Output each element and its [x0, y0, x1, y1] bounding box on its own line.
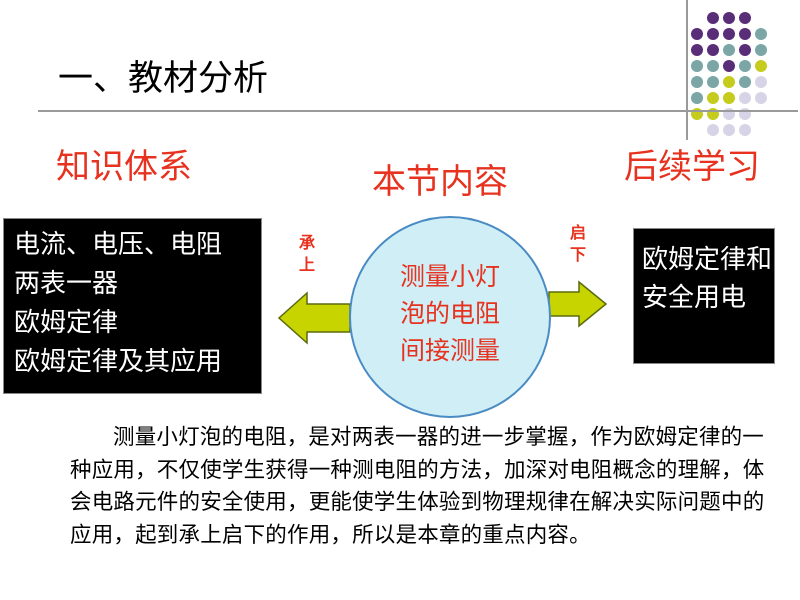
knowledge-line: 两表一器 — [14, 269, 119, 299]
decorative-dot — [739, 76, 751, 88]
decorative-dot — [739, 28, 751, 40]
decorative-dot — [739, 92, 751, 104]
decorative-dot — [723, 76, 735, 88]
right-arrow — [548, 280, 608, 328]
decorative-dot — [691, 76, 703, 88]
section-content-text: 测量小灯 泡的电阻 间接测量 — [349, 258, 551, 369]
heading-knowledge-system: 知识体系 — [56, 147, 192, 187]
knowledge-line: 欧姆定律及其应用 — [14, 347, 223, 377]
decorative-dot — [739, 12, 751, 24]
decorative-dot — [707, 76, 719, 88]
decorative-dot — [707, 44, 719, 56]
arrow-label-introduce: 启下 — [569, 223, 586, 264]
decorative-dot — [707, 28, 719, 40]
decorative-dot — [755, 76, 767, 88]
title-underline-rule — [38, 110, 798, 112]
analysis-paragraph: 测量小灯泡的电阻，是对两表一器的进一步掌握，作为欧姆定律的一种应用，不仅使学生获… — [70, 425, 765, 548]
decorative-dot — [723, 92, 735, 104]
decorative-dot — [691, 92, 703, 104]
section-content-circle — [349, 216, 551, 418]
circle-line: 泡的电阻 — [399, 299, 500, 328]
decorative-dot — [707, 60, 719, 72]
decorative-dot — [707, 92, 719, 104]
decorative-dot — [755, 92, 767, 104]
knowledge-line: 电流、电压、电阻 — [14, 230, 223, 260]
decorative-dot — [755, 28, 767, 40]
decorative-dot — [691, 28, 703, 40]
decorative-dot — [723, 60, 735, 72]
decorative-dot — [755, 44, 767, 56]
heading-section-content: 本节内容 — [372, 162, 508, 202]
decorative-dot — [723, 28, 735, 40]
decorative-dot — [723, 44, 735, 56]
knowledge-line: 欧姆定律 — [14, 308, 119, 338]
circle-line: 间接测量 — [399, 336, 500, 365]
decorative-dot — [707, 12, 719, 24]
heading-follow-up-study: 后续学习 — [624, 147, 760, 187]
slide-title: 一、教材分析 — [58, 59, 269, 99]
decorative-dot — [691, 44, 703, 56]
decorative-dot — [723, 124, 735, 136]
decorative-dot — [691, 60, 703, 72]
decorative-dot — [739, 124, 751, 136]
decorative-dot — [707, 124, 719, 136]
arrow-label-inherit: 承上 — [298, 233, 315, 274]
circle-line: 测量小灯 — [399, 262, 500, 291]
decorative-vertical-rule — [686, 0, 688, 140]
decorative-dot — [723, 12, 735, 24]
follow-up-study-box: 欧姆定律和安全用电 — [633, 228, 775, 364]
decorative-dot — [739, 44, 751, 56]
decorative-dot — [739, 60, 751, 72]
decorative-dot — [755, 60, 767, 72]
left-arrow — [277, 291, 351, 345]
knowledge-system-box: 电流、电压、电阻 两表一器 欧姆定律 欧姆定律及其应用 — [3, 218, 262, 394]
